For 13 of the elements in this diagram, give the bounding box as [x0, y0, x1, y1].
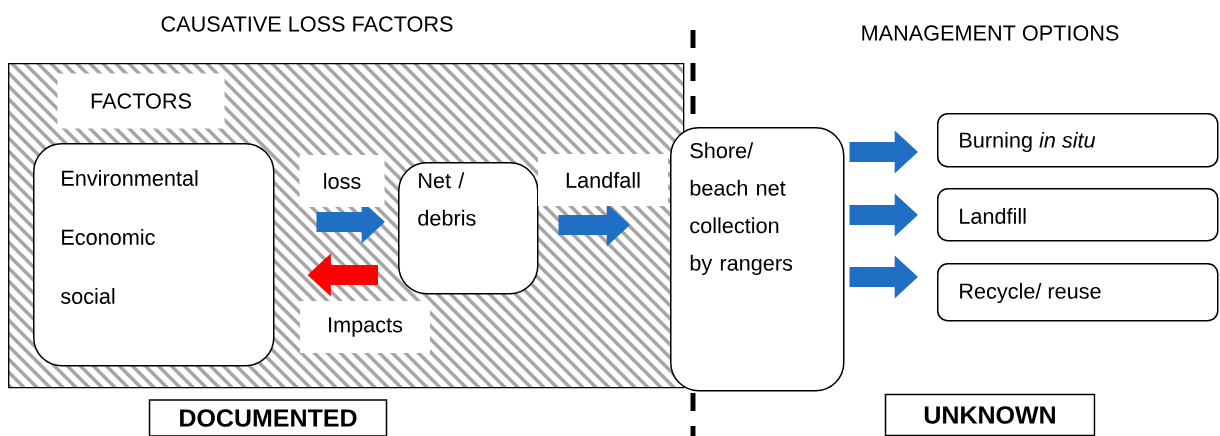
- process-box: Recycle/ reuse: [937, 263, 1219, 322]
- edge-label: Impacts: [300, 301, 430, 353]
- status-box: DOCUMENTED: [148, 399, 388, 436]
- process-box: Shore/ beach net collection by rangers: [670, 127, 845, 392]
- section-heading: MANAGEMENT OPTIONS: [862, 25, 1119, 41]
- process-box: Net / debris: [398, 162, 539, 295]
- process-box: Landfill: [937, 188, 1219, 242]
- process-box: Environmental Economic social: [33, 143, 275, 367]
- section-heading: CAUSATIVE LOSS FACTORS: [161, 16, 453, 32]
- status-box: UNKNOWN: [884, 393, 1096, 436]
- edge-label: Landfall: [538, 154, 668, 206]
- edge-label: loss: [299, 155, 385, 207]
- process-box: Burning in situ: [937, 113, 1219, 168]
